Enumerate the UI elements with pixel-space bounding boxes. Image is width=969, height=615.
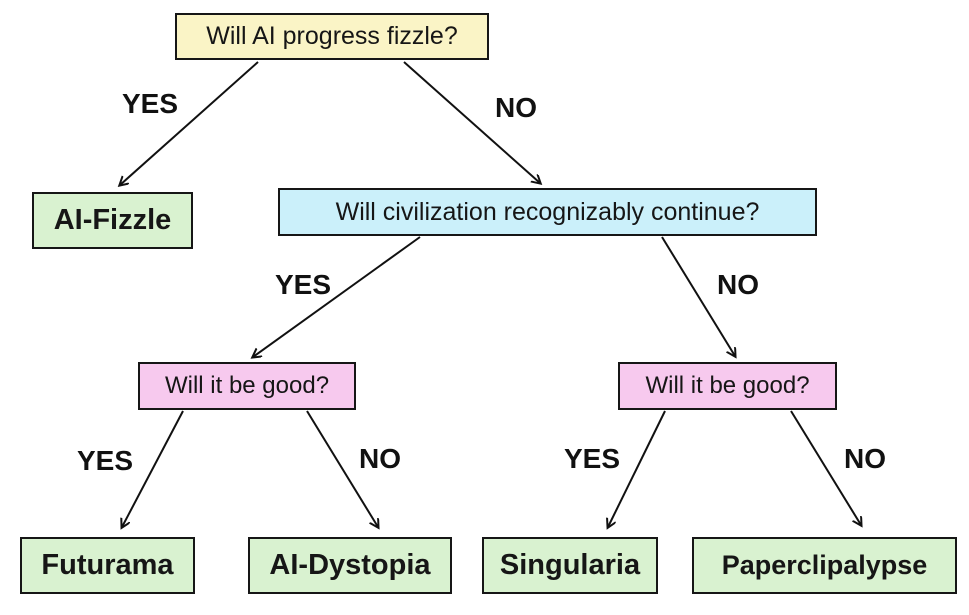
node-ai-fizzle: AI-Fizzle: [32, 192, 193, 249]
edge-label-root-yes: YES: [121, 88, 179, 119]
node-will-it-be-good-left: Will it be good?: [138, 362, 356, 410]
edge-right-yes-to-singularia: [608, 410, 666, 527]
edge-left-no-to-ai-dystopia: [306, 410, 378, 527]
node-singularia: Singularia: [482, 537, 658, 594]
edge-label-left-yes: YES: [76, 445, 134, 476]
node-futurama: Futurama: [20, 537, 195, 594]
node-will-civilization-recognizably-continue: Will civilization recognizably continue?: [278, 188, 817, 236]
edge-root-no-to-civ-question: [403, 61, 540, 183]
edge-label-left-no: NO: [359, 443, 401, 474]
edge-label-civ-no: NO: [717, 269, 759, 300]
edge-civ-yes-to-good-left: [253, 236, 421, 357]
edge-label-civ-yes: YES: [274, 269, 332, 300]
edge-civ-no-to-good-right: [661, 236, 735, 356]
edge-label-right-no: NO: [844, 443, 886, 474]
node-ai-dystopia: AI-Dystopia: [248, 537, 452, 594]
node-will-it-be-good-right: Will it be good?: [618, 362, 837, 410]
node-paperclipalypse: Paperclipalypse: [692, 537, 957, 594]
edge-left-yes-to-futurama: [122, 410, 184, 527]
edge-right-no-to-paperclipalypse: [790, 410, 861, 525]
node-will-ai-progress-fizzle: Will AI progress fizzle?: [175, 13, 489, 60]
edge-label-right-yes: YES: [563, 443, 621, 474]
edge-label-root-no: NO: [495, 92, 537, 123]
edge-root-yes-to-ai-fizzle: [120, 61, 259, 185]
